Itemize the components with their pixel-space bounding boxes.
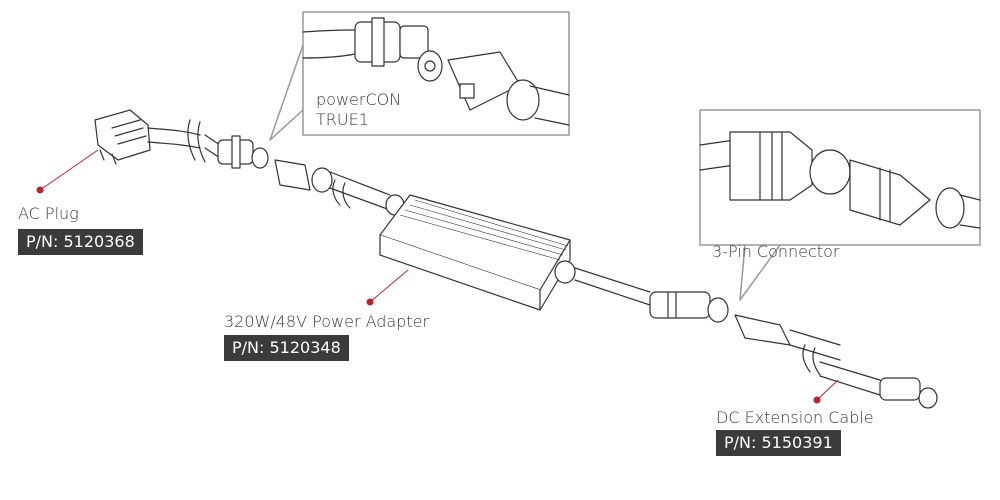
dc-cable-drawing <box>649 291 938 409</box>
three-pin-connector-label: 3-Pin Connector <box>712 242 840 261</box>
powercon-label-line1: powerCON <box>316 90 402 109</box>
ac-plug-drawing <box>94 109 405 216</box>
power-adapter-part-number: P/N: 5120348 <box>224 335 349 361</box>
three-pin-inset <box>699 109 981 301</box>
power-adapter-drawing <box>379 194 651 311</box>
dc-extension-label: DC Extension Cable <box>716 408 874 427</box>
powercon-inset <box>269 11 570 141</box>
dc-extension-part-number: P/N: 5150391 <box>716 430 841 456</box>
ac-plug-label: AC Plug <box>18 204 79 223</box>
leader-lines <box>36 149 839 404</box>
powercon-label-line2: TRUE1 <box>316 110 369 129</box>
power-adapter-label: 320W/48V Power Adapter <box>224 312 430 331</box>
ac-plug-part-number: P/N: 5120368 <box>18 229 143 255</box>
